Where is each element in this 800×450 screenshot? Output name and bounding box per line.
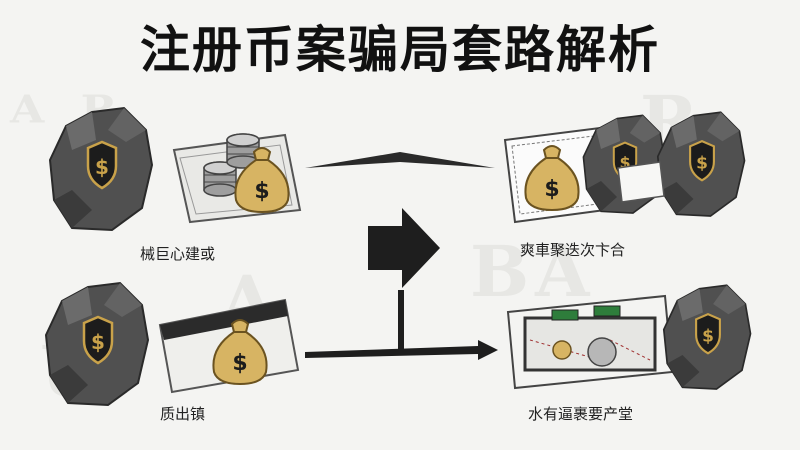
arrow-icon [305, 152, 495, 168]
rock-shield-icon [656, 111, 746, 218]
rock-shield-icon [662, 284, 752, 391]
card-icon [617, 161, 665, 203]
label-top-right: 爽車聚迭次卞合 [520, 241, 626, 259]
label-bottom-left: 质出镇 [160, 405, 206, 423]
label-bottom-right: 水有逼裹要产堂 [528, 405, 634, 423]
page-title: 注册币案骗局套路解析 [140, 21, 660, 79]
label-top-left: 械巨心建或 [140, 245, 216, 263]
vault-machine-icon [506, 294, 674, 390]
rock-shield-icon [48, 106, 154, 232]
rock-shield-icon [44, 281, 150, 407]
arrow-icon [305, 290, 498, 360]
arrow-icon [368, 208, 440, 288]
